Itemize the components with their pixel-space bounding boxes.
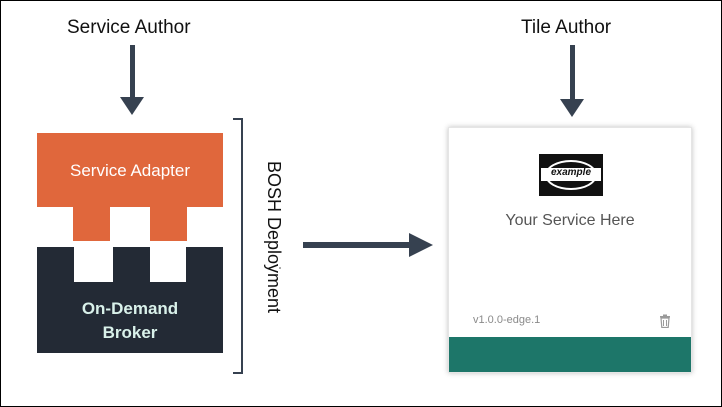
trash-icon[interactable]: [659, 314, 671, 328]
on-demand-broker-label: On-Demand Broker: [81, 299, 179, 342]
stray-dot: [279, 267, 281, 269]
tile-version: v1.0.0-edge.1: [473, 314, 541, 326]
on-demand-broker-block: On-Demand Broker: [37, 247, 223, 353]
example-logo-text: example: [550, 167, 592, 178]
tile-footer-bar: [449, 337, 691, 372]
service-author-label: Service Author: [67, 17, 191, 38]
tile-service-name: Your Service Here: [505, 212, 635, 229]
service-adapter-label: Service Adapter: [69, 161, 190, 180]
example-logo: example: [539, 154, 603, 196]
bosh-deployment-label-wrap: BOSH Deployment: [263, 161, 284, 341]
deployment-to-tile-arrow: [303, 233, 433, 257]
tile-author-arrow: [559, 45, 585, 119]
service-adapter-block: Service Adapter: [37, 133, 223, 241]
tile-author-label: Tile Author: [521, 17, 612, 38]
bosh-deployment-bracket: [233, 118, 243, 374]
service-author-arrow: [119, 45, 145, 117]
bosh-deployment-label: BOSH Deployment: [264, 161, 284, 314]
tile-card[interactable]: example Your Service Here v1.0.0-edge.1: [448, 127, 692, 373]
